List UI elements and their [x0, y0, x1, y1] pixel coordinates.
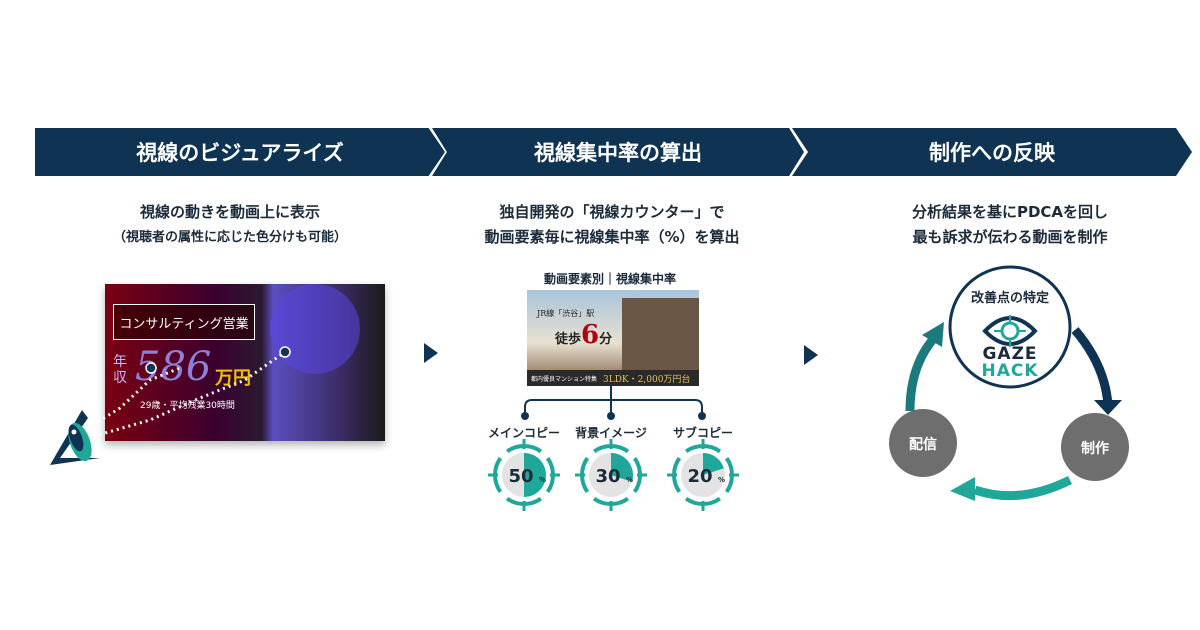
- gauge-fill: [611, 453, 633, 482]
- cycle-right-label: 制作: [1081, 441, 1109, 457]
- step-banner-1: 視線のビジュアライズ: [35, 128, 445, 176]
- branch-connector: [521, 385, 706, 420]
- svg-text:30: 30: [595, 466, 620, 487]
- elements-title: 動画要素別｜視線集中率: [543, 272, 676, 286]
- job-badge: コンサルティング営業: [113, 304, 255, 340]
- cycle-center-label: 改善点の特定: [970, 291, 1049, 306]
- concentration-gauge: 20%: [667, 439, 739, 511]
- svg-text:50: 50: [508, 466, 533, 487]
- pdca-cycle: [889, 265, 1129, 501]
- svg-text:%: %: [718, 476, 725, 484]
- step-title: 視線のビジュアライズ: [136, 141, 344, 165]
- step-banner-3: 制作への反映: [792, 128, 1192, 176]
- gauge-fill: [703, 453, 724, 475]
- eye-icon: [50, 410, 100, 465]
- element-label: 背景イメージ: [575, 426, 647, 440]
- cycle-left-label: 配信: [909, 437, 937, 453]
- svg-text:%: %: [539, 476, 546, 484]
- woman-face-area: [270, 284, 360, 374]
- gaze-hack-eye-icon: [982, 315, 1038, 347]
- element-label: サブコピー: [672, 426, 733, 440]
- arrow-right-icon: [804, 345, 818, 365]
- income-detail: 29歳・平均残業30時間: [140, 401, 235, 411]
- arrow-right-icon: [424, 343, 438, 363]
- step-banner-2: 視線集中率の算出: [432, 128, 804, 176]
- svg-text:%: %: [626, 476, 633, 484]
- income-unit: 万円: [215, 368, 251, 389]
- gaze-path: [50, 346, 291, 465]
- income-prefix: 年収: [113, 354, 127, 386]
- step-description: 視線の動きを動画上に表示（視聴者の属性に応じた色分けも可能）: [112, 203, 347, 245]
- element-label: メインコピー: [487, 426, 560, 440]
- video-thumbnail: コンサルティング営業 年収 586 万円 29歳・平均残業30時間: [105, 284, 385, 441]
- step-title: 制作への反映: [929, 141, 1055, 165]
- svg-text:20: 20: [687, 466, 712, 487]
- step-title: 視線集中率の算出: [534, 141, 702, 165]
- gauge-fill: [524, 453, 546, 497]
- step-description: 分析結果を基にPDCAを回し最も訴求が伝わる動画を制作: [911, 203, 1109, 246]
- step-description: 独自開発の「視線カウンター」で動画要素毎に視線集中率（%）を算出: [484, 203, 740, 246]
- concentration-gauge: 50%: [488, 439, 560, 511]
- concentration-gauge: 30%: [575, 439, 647, 511]
